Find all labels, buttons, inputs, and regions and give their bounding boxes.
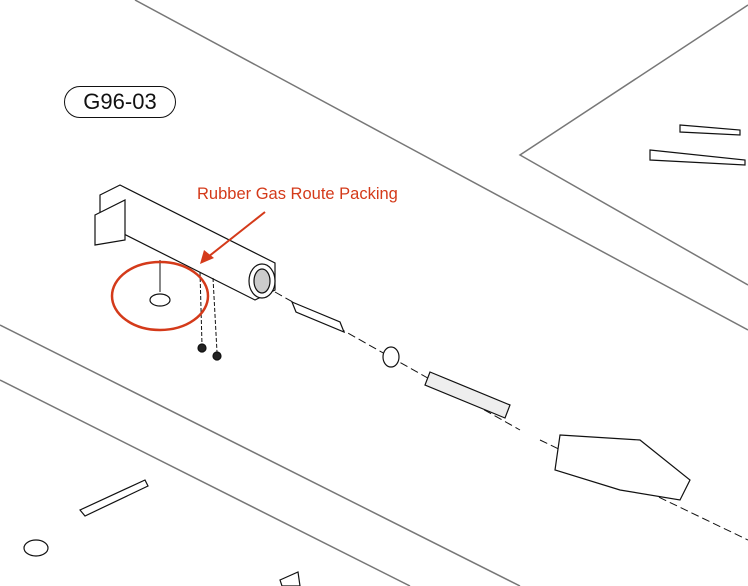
parts xyxy=(23,124,746,586)
gas-tube xyxy=(94,184,276,301)
arrow-head-icon xyxy=(200,250,214,264)
highlight-circle xyxy=(110,260,210,332)
rubber-packing xyxy=(149,293,171,307)
assembly-lines xyxy=(159,260,748,541)
callout-marker xyxy=(110,211,266,332)
part-number-label: G96-03 xyxy=(64,86,176,118)
callout-arrow xyxy=(207,211,266,258)
callout-label: Rubber Gas Route Packing xyxy=(197,185,398,203)
